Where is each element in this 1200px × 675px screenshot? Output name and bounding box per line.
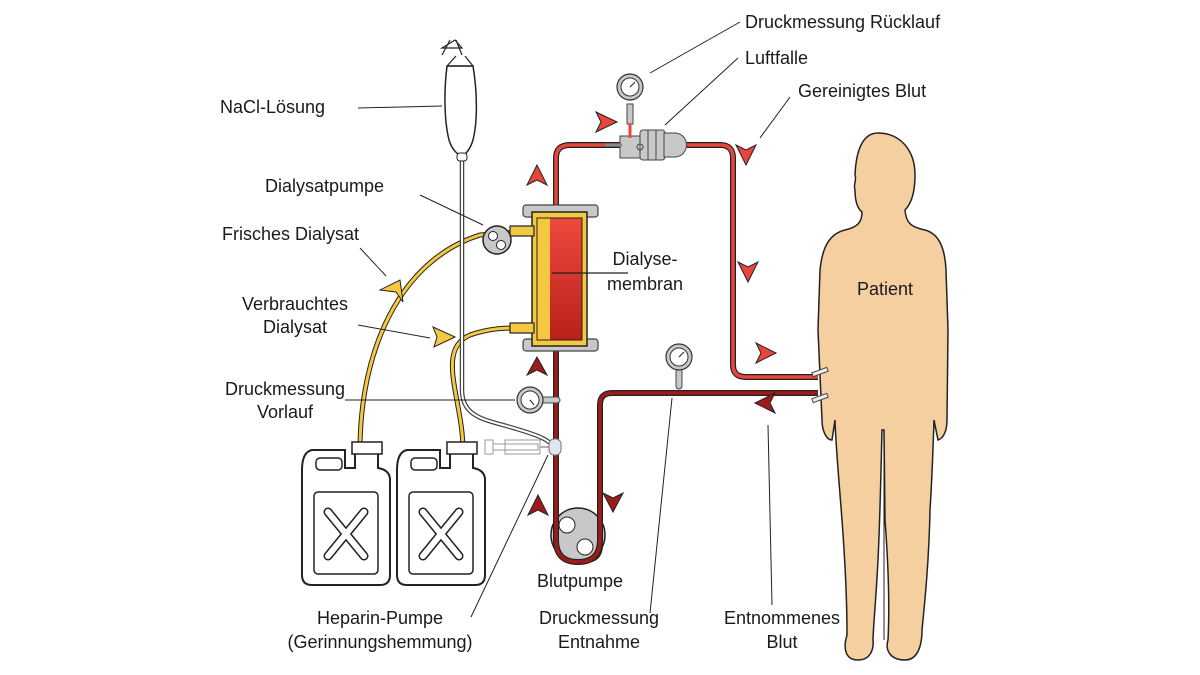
label-druck-vorlauf-2: Vorlauf bbox=[257, 402, 314, 422]
arrow-dialysate-used bbox=[432, 326, 457, 348]
air-trap bbox=[605, 129, 687, 161]
arrow-venous-down bbox=[601, 491, 625, 514]
arrow-arterial-down-2 bbox=[736, 260, 760, 284]
label-frisches-dialysat: Frisches Dialysat bbox=[222, 224, 359, 244]
flow-arrows bbox=[378, 110, 778, 517]
arrow-venous-up-1 bbox=[525, 355, 549, 377]
label-nacl: NaCl-Lösung bbox=[220, 97, 325, 117]
patient-label: Patient bbox=[857, 279, 913, 299]
label-membran-1: Dialyse- bbox=[612, 249, 677, 269]
label-gereinigtes-blut: Gereinigtes Blut bbox=[798, 81, 926, 101]
arrow-arterial-right-2 bbox=[754, 341, 778, 365]
pressure-gauge-return bbox=[616, 73, 644, 138]
arterial-blood-line bbox=[553, 142, 818, 380]
labels: NaCl-Lösung Dialysatpumpe Frisches Dialy… bbox=[220, 12, 941, 652]
label-luftfalle: Luftfalle bbox=[745, 48, 808, 68]
arrow-venous-up-2 bbox=[526, 493, 550, 517]
label-heparin-2: (Gerinnungshemmung) bbox=[287, 632, 472, 652]
nacl-line bbox=[459, 160, 554, 447]
leader-lines bbox=[345, 21, 791, 618]
label-dialysatpumpe: Dialysatpumpe bbox=[265, 176, 384, 196]
label-entnommenes-1: Entnommenes bbox=[724, 608, 840, 628]
nacl-bag bbox=[439, 39, 478, 162]
label-druck-entnahme-1: Druckmessung bbox=[539, 608, 659, 628]
cannulas bbox=[811, 366, 829, 404]
dialyzer bbox=[509, 204, 628, 352]
heparin-syringe bbox=[484, 438, 562, 456]
label-entnommenes-2: Blut bbox=[766, 632, 797, 652]
arrow-dialysate-fresh bbox=[378, 279, 404, 303]
patient-body bbox=[817, 132, 949, 661]
pressure-gauge-prefilter bbox=[516, 386, 561, 414]
label-druck-vorlauf-1: Druckmessung bbox=[225, 379, 345, 399]
arrow-arterial-up bbox=[525, 163, 549, 187]
label-heparin-1: Heparin-Pumpe bbox=[317, 608, 443, 628]
pressure-gauge-withdrawal bbox=[665, 343, 693, 390]
arrow-arterial-right bbox=[594, 110, 619, 134]
label-verbrauchtes-1: Verbrauchtes bbox=[242, 294, 348, 314]
label-verbrauchtes-2: Dialysat bbox=[263, 317, 327, 337]
label-druck-ruecklauf: Druckmessung Rücklauf bbox=[745, 12, 941, 32]
dialysate-canister-fresh bbox=[301, 441, 391, 586]
patient-figure: Patient bbox=[817, 132, 949, 661]
arrow-venous-left bbox=[753, 391, 777, 415]
arrow-arterial-down-1 bbox=[734, 143, 758, 167]
label-druck-entnahme-2: Entnahme bbox=[558, 632, 640, 652]
label-blutpumpe: Blutpumpe bbox=[537, 571, 623, 591]
label-membran-2: membran bbox=[607, 274, 683, 294]
dialysate-canister-used bbox=[396, 441, 486, 586]
dialysate-pump bbox=[482, 225, 512, 255]
blood-pump bbox=[550, 480, 606, 566]
